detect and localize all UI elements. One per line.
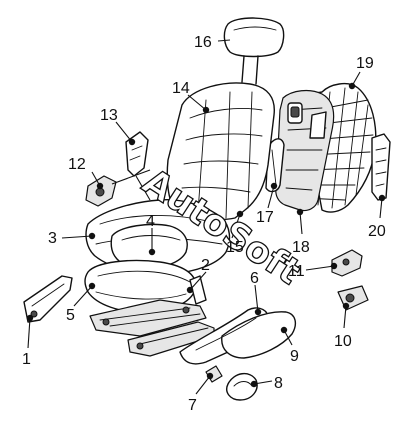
callout-labels: 1 2 3 4 5 6 7 8 9 10 11 12 13 14 15 16 1… xyxy=(22,34,386,414)
callout-6: 6 xyxy=(250,270,259,287)
part-side-trim xyxy=(23,275,73,323)
callout-16: 16 xyxy=(194,34,212,51)
callout-18: 18 xyxy=(292,239,310,256)
callout-3: 3 xyxy=(48,230,57,247)
callout-dots xyxy=(26,82,386,388)
callout-10: 10 xyxy=(334,333,352,350)
part-headrest xyxy=(223,17,285,85)
callout-15: 15 xyxy=(226,239,244,256)
part-backrest-cushion xyxy=(166,82,275,221)
callout-14: 14 xyxy=(172,80,190,97)
callout-11: 11 xyxy=(288,263,305,280)
part-backrest-frame xyxy=(275,89,335,212)
part-side-bracket xyxy=(371,133,391,201)
part-side-shield xyxy=(179,307,297,365)
callout-1: 1 xyxy=(22,351,31,368)
callout-12: 12 xyxy=(68,156,86,173)
part-seat-pan xyxy=(84,259,197,313)
callout-20: 20 xyxy=(368,223,386,240)
part-side-cushion xyxy=(265,138,285,193)
callout-17: 17 xyxy=(256,209,274,226)
callout-4: 4 xyxy=(146,213,155,230)
callout-7: 7 xyxy=(188,397,197,414)
callout-8: 8 xyxy=(274,375,283,392)
callout-19: 19 xyxy=(356,55,374,72)
callout-9: 9 xyxy=(290,348,299,365)
part-seat-track xyxy=(89,275,215,357)
callout-5: 5 xyxy=(66,307,75,324)
part-switch xyxy=(331,249,363,277)
callout-2: 2 xyxy=(201,257,210,274)
callout-13: 13 xyxy=(100,107,118,124)
part-motor xyxy=(337,285,369,311)
